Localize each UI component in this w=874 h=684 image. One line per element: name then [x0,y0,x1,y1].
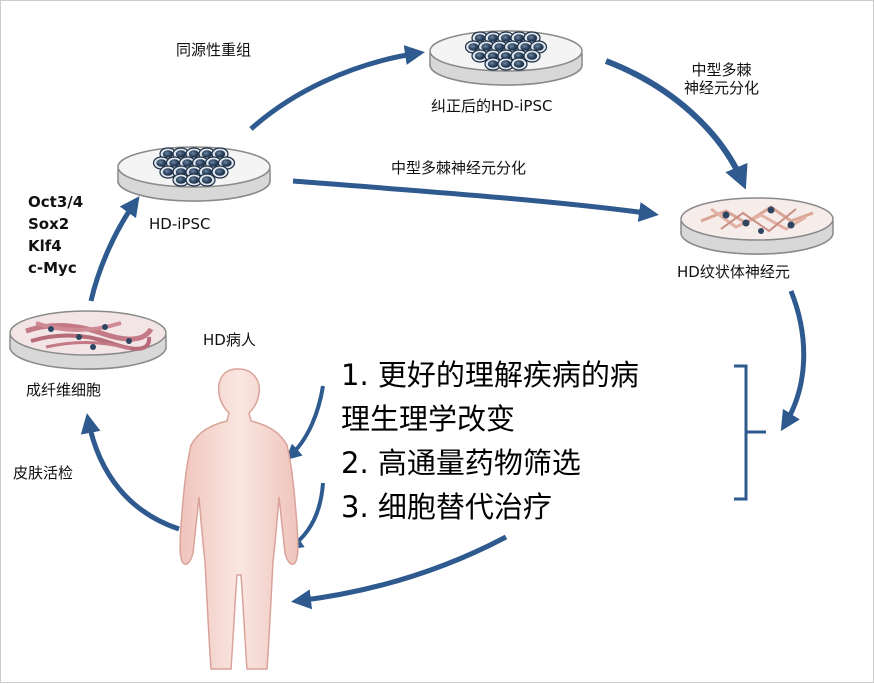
dish-hd-ipsc [117,146,271,202]
benefit-line-3: 2. 高通量药物筛选 [341,446,581,480]
neuron-cells [700,205,814,234]
ipsc-cell-nucleus [188,176,200,184]
ipsc-cell-nucleus [474,52,486,60]
corrected-ipsc-colony [464,31,548,71]
ipsc-cell-nucleus [513,34,525,42]
ipsc-cell-nucleus [182,159,193,167]
ipsc-cell-nucleus [507,43,518,51]
benefits-bracket [734,364,766,501]
ipsc-cell-nucleus [162,150,174,158]
ipsc-cell-nucleus [468,43,479,51]
dish-neurons [680,197,834,255]
dish-corrected-ipsc [429,30,583,86]
arrow-to-patient-3 [291,534,508,610]
arrow-diff-middle [292,178,659,222]
dish-fibroblasts [9,310,167,370]
ipsc-cell-nucleus [195,159,206,167]
label-fibroblast: 成纤维细胞 [26,381,102,399]
patient-figure [179,368,299,670]
ipsc-cell-nucleus [474,34,486,42]
label-corrected-ipsc: 纠正后的HD-iPSC [431,97,553,115]
ipsc-cell-nucleus [500,60,512,68]
label-homologous-recombination: 同源性重组 [176,41,252,59]
ipsc-cell-nucleus [494,43,505,51]
label-diff-middle: 中型多棘神经元分化 [391,159,527,177]
arrow-neuron-down [780,290,807,432]
ipsc-cell-nucleus [175,150,187,158]
benefit-line-2: 理生理学改变 [341,402,516,436]
ipsc-cell-nucleus [526,34,538,42]
factor-oct34: Oct3/4 [28,193,84,211]
reprogramming-factors: Oct3/4 Sox2 Klf4 c-Myc [28,191,83,279]
ipsc-cell-nucleus [481,43,492,51]
label-skin-biopsy: 皮肤活检 [13,464,74,482]
label-hd-patient: HD病人 [203,331,256,349]
fibroblast-cells [25,321,154,351]
ipsc-cell-nucleus [175,176,187,184]
ipsc-cell-nucleus [513,60,525,68]
ipsc-cell-nucleus [533,43,544,51]
ipsc-cell-nucleus [487,34,499,42]
ipsc-cell-nucleus [214,168,226,176]
ipsc-cell-nucleus [520,43,531,51]
benefit-line-4: 3. 细胞替代治疗 [341,490,552,524]
arrow-to-patient-1 [285,385,325,461]
ipsc-cell-nucleus [201,150,213,158]
ipsc-cell-nucleus [487,60,499,68]
ipsc-cell-nucleus [162,168,174,176]
arrow-reprogramming [88,196,140,302]
arrow-recombination [249,45,425,131]
arrow-diff-top [604,58,748,190]
ipsc-cell-nucleus [526,52,538,60]
ipsc-cell-nucleus [500,34,512,42]
factor-sox2: Sox2 [28,215,70,233]
ipsc-cell-nucleus [188,150,200,158]
ipsc-cell-nucleus [214,150,226,158]
factor-cmyc: c-Myc [28,259,77,277]
ipsc-cell-nucleus [169,159,180,167]
label-hd-neurons: HD纹状体神经元 [677,263,790,281]
arrow-biopsy [80,413,180,532]
ipsc-cell-nucleus [208,159,219,167]
ipsc-cell-nucleus [201,176,213,184]
label-diff-top: 中型多棘 神经元分化 [684,61,760,97]
benefit-line-1: 1. 更好的理解疾病的病 [341,358,639,392]
ipsc-cell-nucleus [221,159,232,167]
ipsc-colony [152,147,236,187]
ipsc-cell-nucleus [156,159,167,167]
factor-klf4: Klf4 [28,237,62,255]
label-hd-ipsc: HD-iPSC [149,215,211,233]
